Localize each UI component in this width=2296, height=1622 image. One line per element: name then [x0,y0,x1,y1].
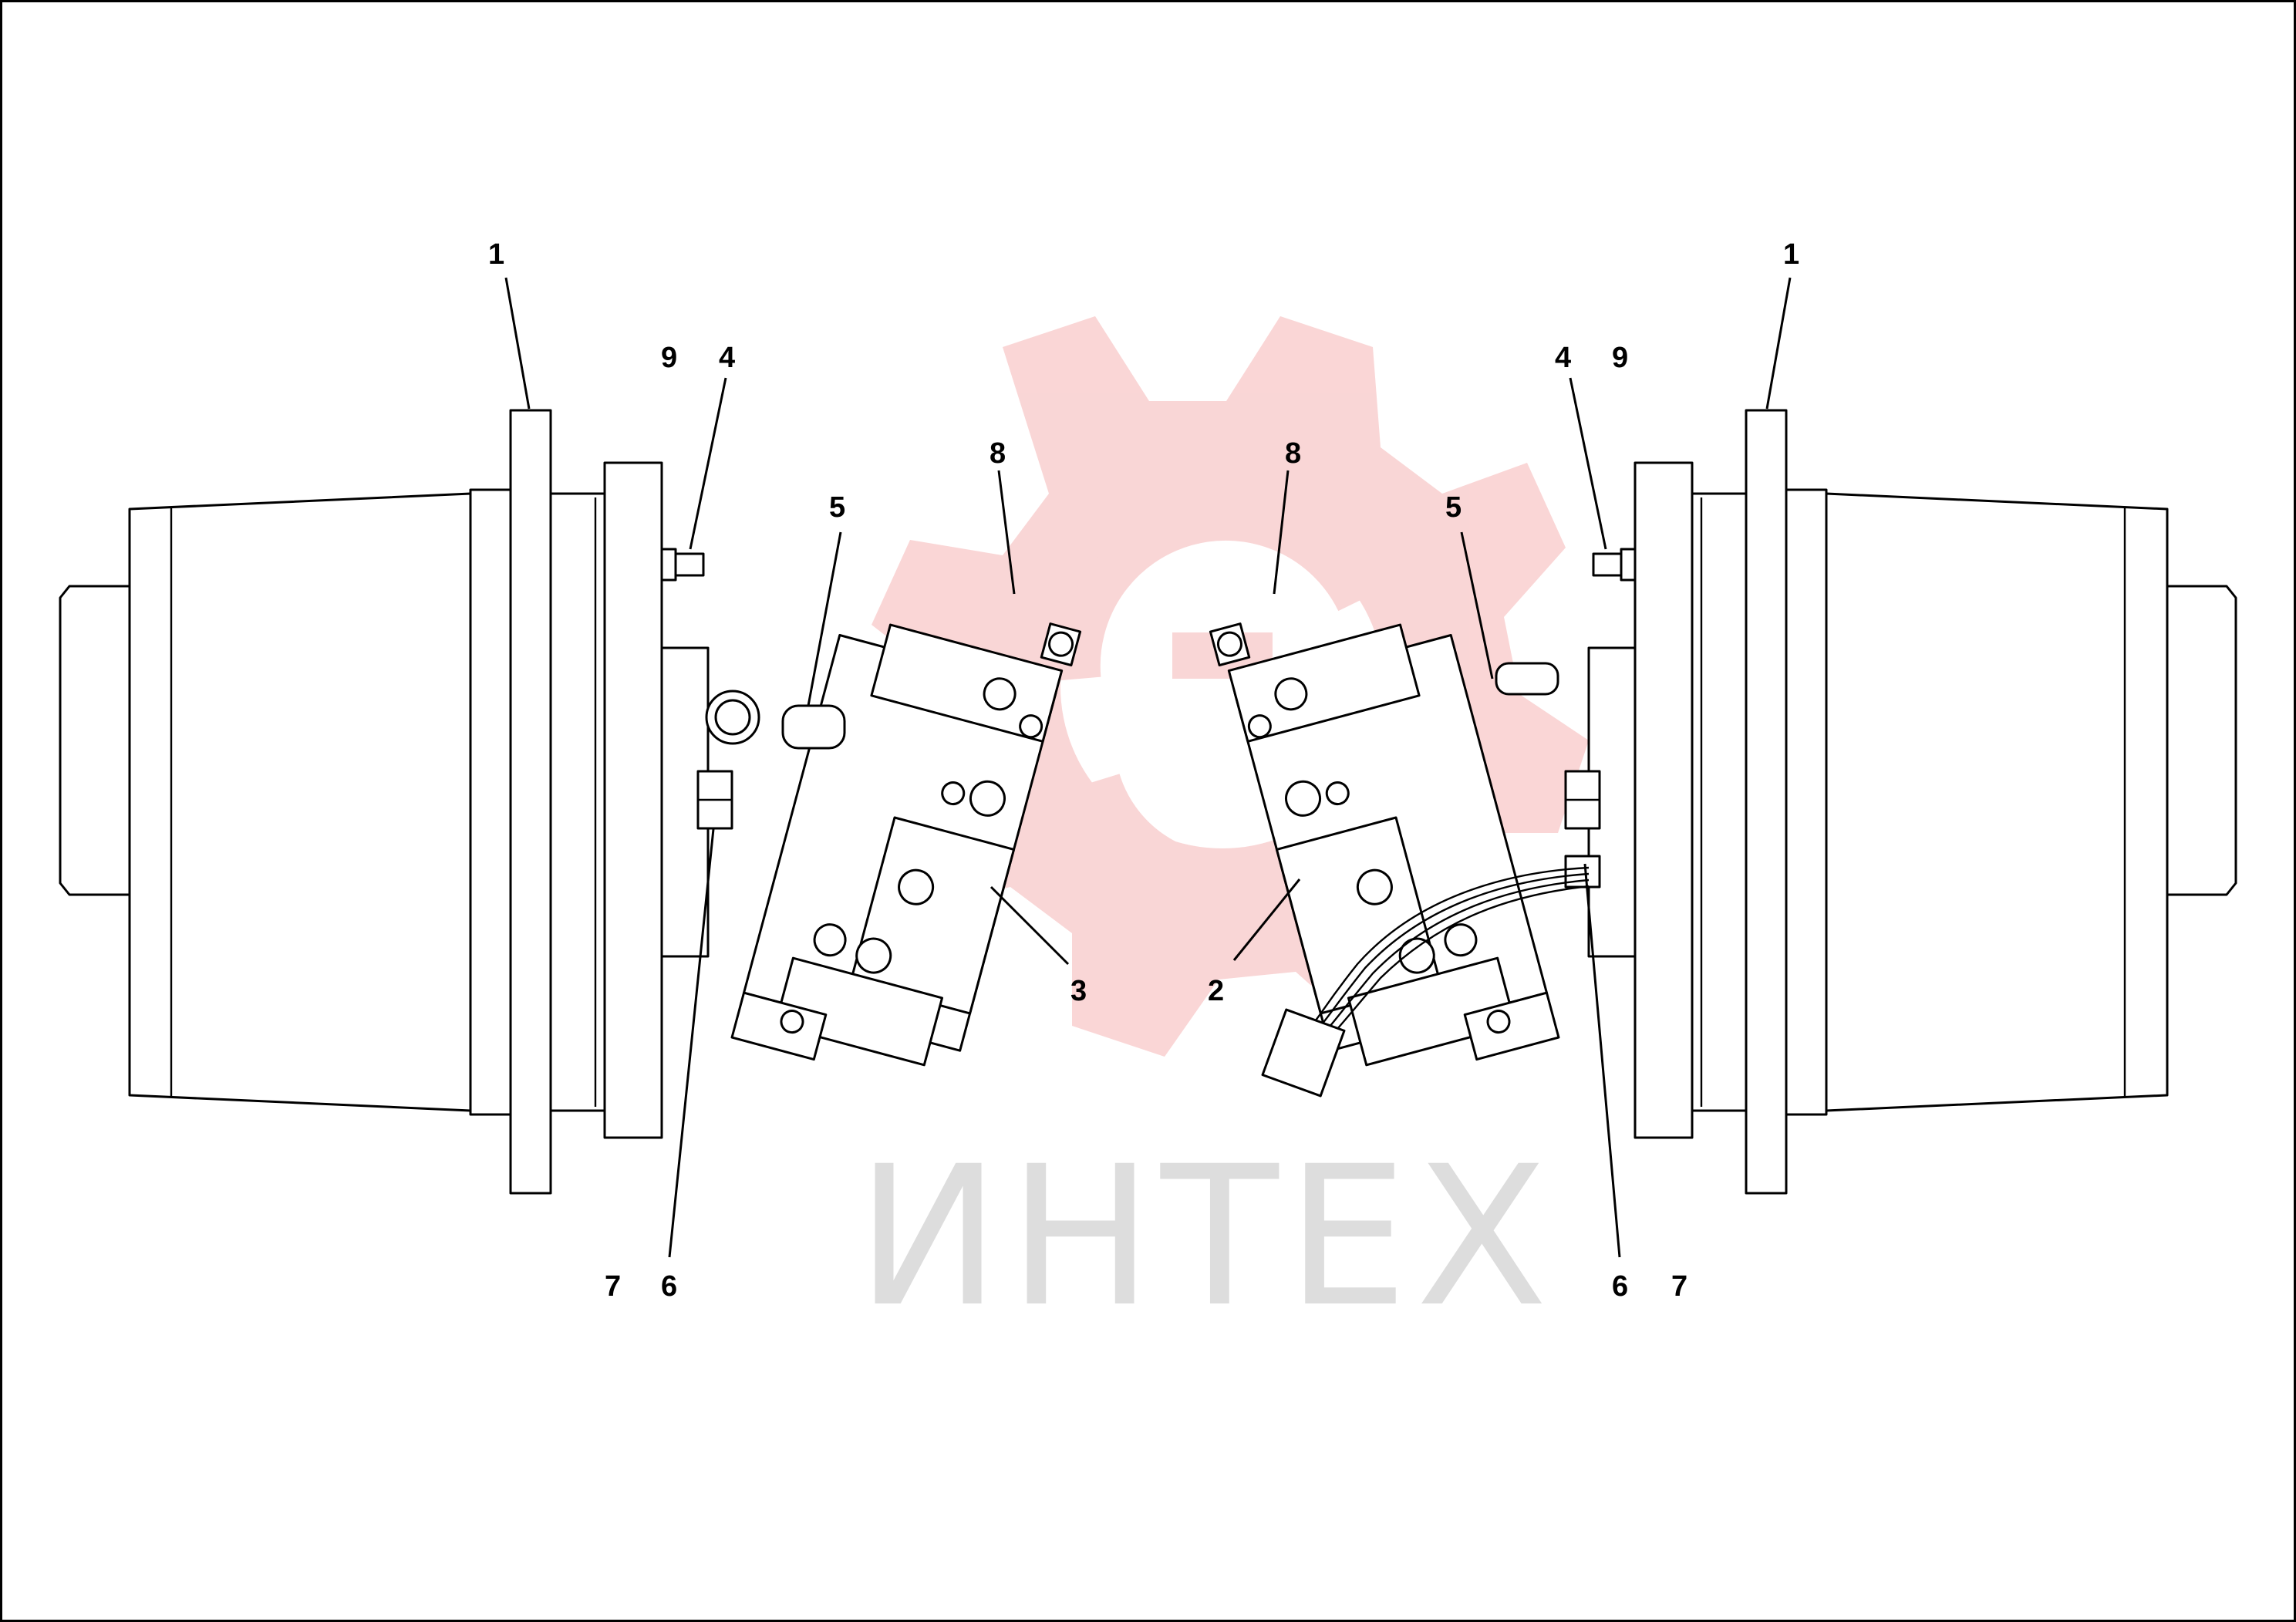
callout-left-6: 6 [661,1270,677,1303]
callout-left-9: 9 [661,342,677,374]
callout-right-9: 9 [1612,342,1628,374]
left-motor-housing [128,492,472,1112]
callout-right-5: 5 [1445,491,1462,524]
right-end-cap [2166,585,2237,896]
callout-left-1: 1 [488,238,504,271]
left-flange-2 [603,461,663,1139]
right-motor-housing [1825,492,2169,1112]
right-flange [1745,409,1788,1195]
callout-left-5: 5 [829,491,845,524]
callout-left-8: 8 [990,437,1006,470]
left-travel-motor [59,409,733,1195]
right-valve-block [1209,622,1560,1067]
callout-right-8: 8 [1285,437,1301,470]
left-flange [509,409,552,1195]
left-end-cap [59,585,131,896]
left-collar [469,488,512,1116]
left-neck [549,492,606,1112]
right-elbow-fitting [1495,662,1559,696]
callout-right-6: 6 [1612,1270,1628,1303]
callout-left-4: 4 [719,342,735,374]
right-travel-motor [1564,409,2237,1195]
right-collar [1785,488,1828,1116]
connector-plug [1261,1008,1346,1098]
right-wiring-harness [1261,866,1590,1098]
callout-right-7: 7 [1671,1270,1687,1303]
callout-labels: 1 9 4 5 8 3 7 6 1 4 9 5 8 2 6 7 [488,238,1799,1303]
watermark-text: ИНТЕХ [856,1125,1556,1349]
leader-lines [504,277,1792,1258]
right-flange-2 [1633,461,1694,1139]
right-neck [1691,492,1748,1112]
callout-left-3: 3 [1070,975,1087,1007]
callout-right-1: 1 [1783,238,1799,271]
callout-right-2: 2 [1208,975,1224,1007]
callout-left-7: 7 [605,1270,621,1303]
left-elbow-fitting [705,690,846,750]
callout-right-4: 4 [1555,342,1571,374]
